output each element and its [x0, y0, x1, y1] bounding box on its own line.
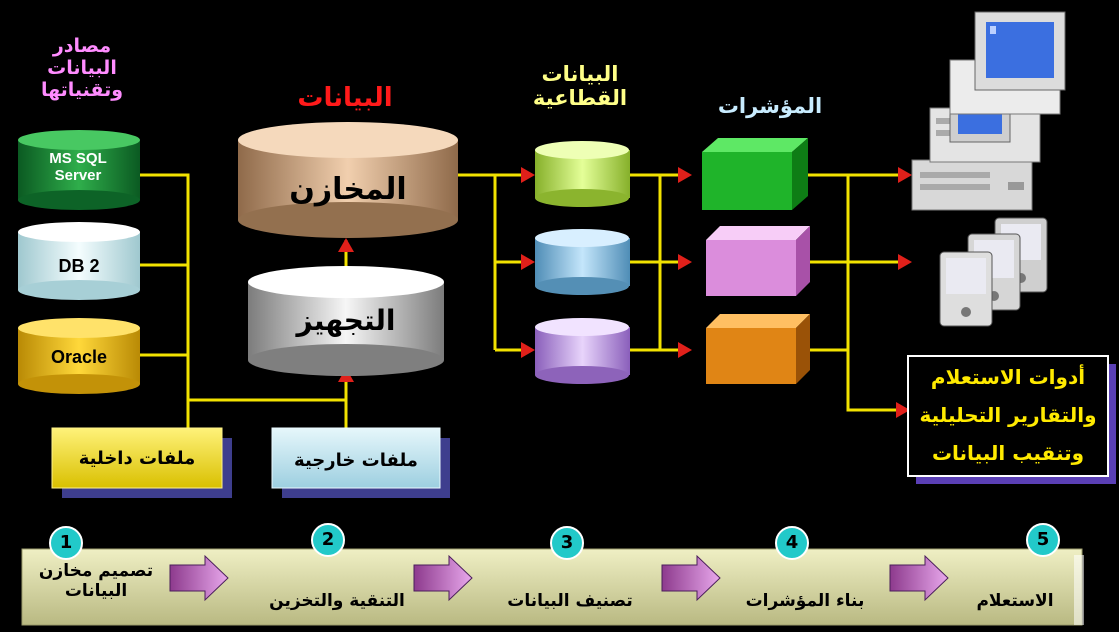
label-db2: DB 2: [58, 256, 100, 276]
arrowhead-mart-1: [521, 167, 535, 183]
step-number-2: 2: [321, 529, 335, 550]
cylinder-oracle: [18, 318, 140, 394]
indicator-cube-orange: [706, 314, 810, 384]
step-number-4: 4: [785, 532, 799, 553]
step-circle-3: [550, 526, 584, 560]
step-number-1: 1: [59, 532, 73, 553]
arrowhead-ind-1: [678, 167, 692, 183]
tools-line-3: وتنقيب البيانات: [931, 441, 1085, 465]
process-arrow-3: [661, 554, 721, 602]
step-label-4: بناء المؤشرات: [745, 591, 865, 611]
process-arrow-1: [169, 554, 229, 602]
step-circles: [49, 523, 1060, 560]
tools-box: [907, 355, 1116, 484]
arrowhead-mart-3: [521, 342, 535, 358]
arrowhead-pc: [898, 167, 912, 183]
label-file-internal: ملفات داخلية: [78, 448, 196, 469]
arrowhead-tools: [896, 402, 910, 418]
mart-cylinder-blue: [535, 229, 630, 295]
cylinder-sql-server: [18, 130, 140, 210]
mart-cylinder-purple: [535, 318, 630, 384]
label-stores: المخازن: [289, 172, 407, 207]
label-prep: التجهيز: [296, 304, 396, 337]
mart-cylinder-green: [535, 141, 630, 207]
arrowhead-up-stores: [338, 238, 354, 252]
step-label-2: التنقية والتخزين: [269, 591, 405, 611]
handheld-devices-icon: [939, 217, 1048, 327]
label-sql-server: MS SQL Server: [49, 150, 107, 184]
tools-line-2: والتقارير التحليلية: [919, 403, 1097, 427]
cylinder-db2: [18, 222, 140, 300]
label-file-external: ملفات خارجية: [294, 450, 418, 471]
step-number-5: 5: [1036, 529, 1050, 550]
step-circle-5: [1026, 523, 1060, 557]
cylinder-prep: [248, 266, 444, 376]
step-label-1: تصميم مخازن البيانات: [38, 561, 154, 601]
arrowhead-ind-2: [678, 254, 692, 270]
file-internal-box: [51, 427, 232, 498]
heading-indicators: المؤشرات: [717, 94, 823, 118]
tools-line-1: أدوات الاستعلام: [930, 365, 1086, 389]
step-number-3: 3: [560, 532, 574, 553]
heading-sectoral: البيانات القطاعية: [532, 62, 628, 111]
process-arrow-4: [889, 554, 949, 602]
connector-arrowheads: [338, 167, 912, 418]
desktop-computers-icon: [911, 11, 1066, 211]
step-circle-2: [311, 523, 345, 557]
step-circle-1: [49, 526, 83, 560]
arrowhead-ind-3: [678, 342, 692, 358]
process-arrow-2: [413, 554, 473, 602]
heading-sources: مصادر البيانات وتقنياتها: [40, 35, 124, 101]
arrowhead-mart-2: [521, 254, 535, 270]
file-external-box: [271, 427, 450, 498]
heading-data: البيانات: [297, 83, 393, 113]
label-oracle: Oracle: [50, 347, 108, 367]
step-circle-4: [775, 526, 809, 560]
arrowhead-pda: [898, 254, 912, 270]
step-label-5: الاستعلام: [976, 591, 1054, 611]
cylinder-stores: [238, 122, 458, 238]
process-arrows: [169, 554, 949, 602]
indicator-cube-pink: [706, 226, 810, 296]
indicator-cube-green: [702, 138, 808, 210]
step-label-3: تصنيف البيانات: [507, 591, 633, 611]
